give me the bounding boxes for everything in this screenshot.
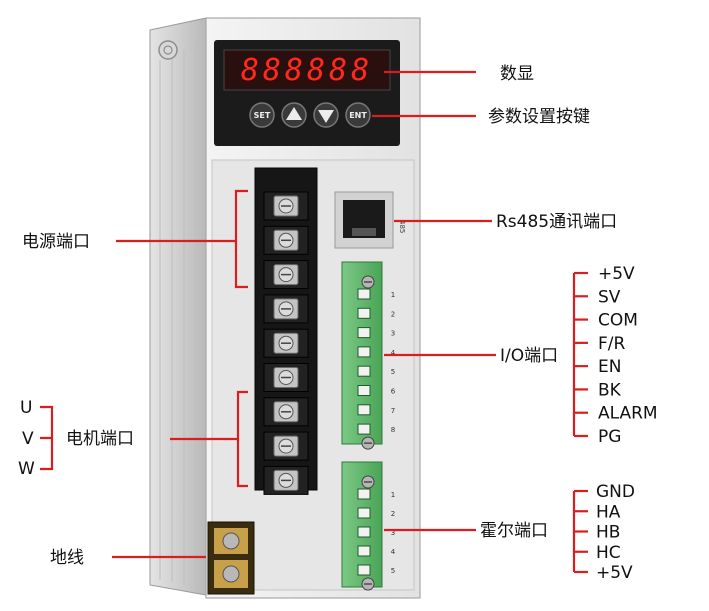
heatsink [149,17,207,596]
pin-number: 1 [391,291,395,299]
pin-number: 6 [391,388,396,396]
pin-number: 5 [391,567,395,575]
ent-button[interactable]: ENT [345,102,371,128]
terminal-screw-icon [273,229,299,251]
hall-signal-label: GND [596,482,635,502]
pin-number: 2 [391,510,395,518]
io-callout-label: I/O端口 [500,346,558,366]
terminal-screw-icon [273,435,299,457]
rs485-port[interactable]: 485 [334,191,406,249]
terminal-slot[interactable] [357,507,371,519]
motor-phase-w: W [18,459,35,479]
motor-phase-bracket [40,405,54,471]
hall-signal-label: +5V [596,563,633,583]
terminal-screw-icon [361,436,375,450]
rs485-jack-label: 485 [398,220,406,233]
terminal-screw-icon [273,264,299,286]
pin-number: 8 [391,426,395,434]
seven-segment-display: 888888 [241,53,373,88]
ground-terminal [207,521,255,595]
down-arrow-icon [318,110,334,123]
pin-number: 3 [391,529,395,537]
pin-number: 4 [391,349,396,357]
motor-callout-label: 电机端口 [66,429,134,449]
hall-signal-label: HA [596,502,621,522]
ground-callout-label: 地线 [50,548,84,568]
terminal-screw-icon [273,367,299,388]
terminal-slot[interactable] [357,545,371,557]
up-button[interactable] [281,102,307,128]
keys-callout-label: 参数设置按键 [488,107,590,127]
io-signal-label: F/R [598,334,626,354]
display-window [223,49,391,91]
io-terminal-block [341,261,383,450]
io-signal-label: COM [598,311,638,331]
io-signal-bracket [572,271,588,438]
terminal-slot[interactable] [357,327,371,339]
svg-text:SET: SET [254,111,271,120]
up-arrow-icon [286,107,302,120]
io-signal-label: SV [598,287,621,307]
terminal-slot[interactable] [357,526,371,538]
pin-number: 1 [391,491,395,499]
io-signal-label: +5V [598,264,635,284]
hall-signal-label: HC [596,543,621,563]
hall-signal-label: HB [596,523,620,543]
terminal-slot[interactable] [357,488,371,500]
hall-terminal-block [341,461,383,591]
io-signal-label: BK [598,380,622,400]
pin-number: 3 [391,330,395,338]
hall-callout-label: 霍尔端口 [480,521,548,541]
terminal-slot[interactable] [357,423,371,435]
terminal-slot[interactable] [357,288,371,300]
terminal-screw-icon [273,332,299,354]
pin-number: 4 [391,548,396,556]
hall-signal-bracket [572,489,588,574]
terminal-screw-icon [361,475,375,489]
pin-number: 7 [391,407,395,415]
motor-phase-v: V [22,429,34,449]
display-callout-label: 数显 [500,64,534,84]
io-signal-label: PG [598,427,621,447]
pin-number: 2 [391,310,395,318]
ground-screw-icon [222,565,240,583]
terminal-slot[interactable] [357,564,371,576]
motor-callout-bracket [170,390,248,488]
terminal-screw-icon [361,275,375,289]
power-callout-label: 电源端口 [22,232,90,252]
terminal-slot[interactable] [357,404,371,416]
io-signal-label: EN [598,357,621,377]
ground-screw-icon [222,532,240,550]
rs485-callout-label: Rs485通讯端口 [496,212,617,232]
terminal-slot[interactable] [357,385,371,396]
pin-number: 5 [391,368,395,376]
motor-phase-u: U [20,398,32,418]
terminal-slot[interactable] [357,365,371,377]
terminal-screw-icon [273,195,299,217]
io-signal-label: ALARM [598,404,658,424]
terminal-screw-icon [273,298,299,320]
power-motor-terminal-block [254,167,318,495]
io-signal-labels: +5V SV COM F/R EN BK ALARM PG [598,264,658,447]
set-button[interactable]: SET [249,102,275,128]
terminal-screw-icon [361,577,375,591]
down-button[interactable] [313,102,339,128]
svg-text:ENT: ENT [349,111,367,120]
hall-pin-numbers: 1 2 3 4 5 [391,491,396,575]
power-callout-bracket [116,189,248,289]
heatsink-fins [159,45,197,588]
terminal-screw-icon [273,469,299,491]
terminal-screw-icon [273,401,299,423]
io-pin-numbers: 1 2 3 4 5 6 7 8 [391,291,396,434]
brand-logo-icon [158,40,178,60]
terminal-slot[interactable] [357,346,371,358]
terminal-slot[interactable] [357,307,371,319]
